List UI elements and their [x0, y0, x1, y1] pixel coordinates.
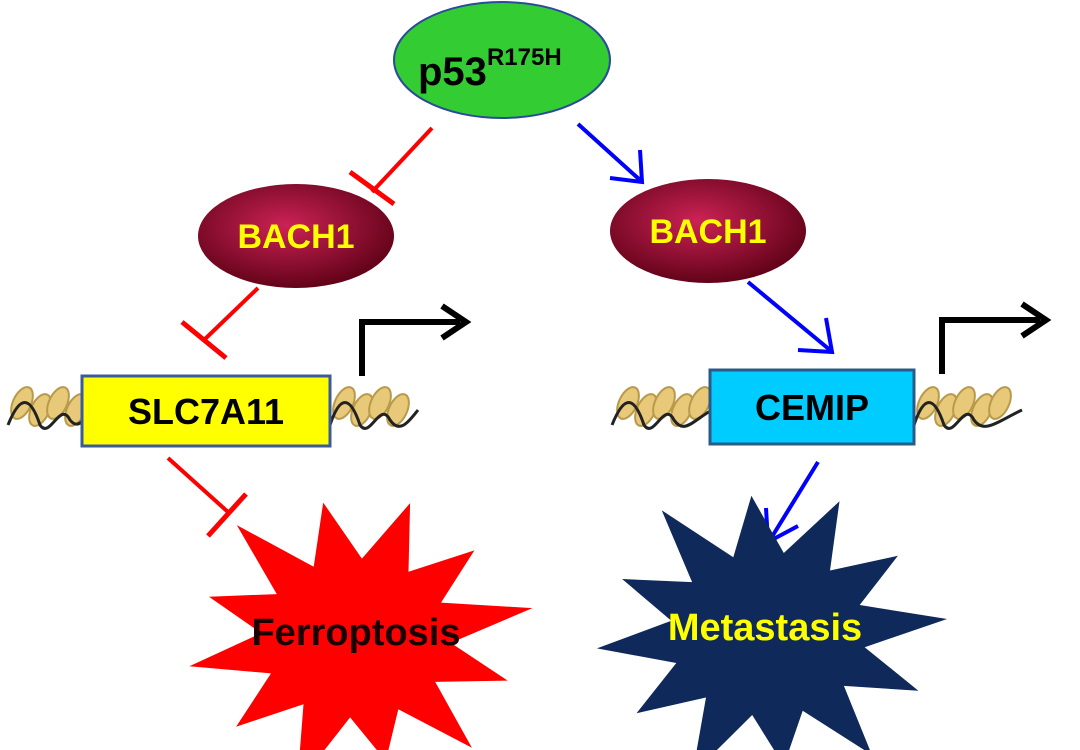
transcription-arrow-right: [939, 301, 1052, 374]
inhibition-edge-p53-bach1: [348, 126, 434, 207]
cemip-gene-box: CEMIP: [708, 368, 916, 446]
p53-superscript: R175H: [487, 44, 562, 71]
ferroptosis-burst: Ferroptosis: [189, 502, 533, 750]
metastasis-burst: Metastasis: [596, 495, 948, 750]
p53-label: p53: [418, 50, 487, 94]
slc7a11-gene-box: SLC7A11: [80, 374, 332, 448]
cemip-label: CEMIP: [755, 387, 869, 428]
inhibition-edge-slc7a11-ferroptosis: [166, 456, 248, 538]
bach1-left-node: BACH1: [198, 184, 394, 288]
ferroptosis-label: Ferroptosis: [251, 612, 460, 654]
inhibition-edge-bach1-slc7a11: [180, 286, 260, 360]
dna-left: [5, 382, 420, 431]
bach1-right-label: BACH1: [649, 213, 766, 251]
bach1-left-label: BACH1: [237, 218, 354, 256]
activation-edge-p53-bach1: [576, 122, 645, 185]
transcription-arrow-left: [359, 303, 472, 376]
metastasis-label: Metastasis: [668, 607, 862, 649]
svg-text:p53R175H: p53R175H: [418, 44, 562, 94]
p53-node: p53R175H: [393, 1, 611, 119]
dna-right: [610, 382, 1023, 431]
activation-edge-bach1-cemip: [746, 280, 835, 355]
slc7a11-label: SLC7A11: [128, 391, 284, 432]
bach1-right-node: BACH1: [610, 179, 806, 283]
